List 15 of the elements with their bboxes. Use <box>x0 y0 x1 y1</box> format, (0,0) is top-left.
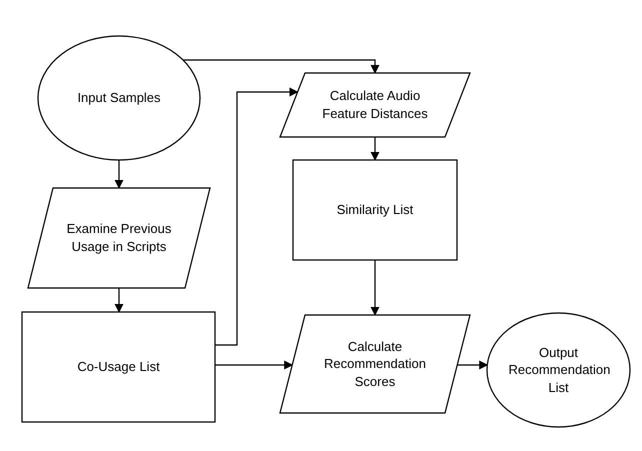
arrow <box>215 360 294 370</box>
arrow <box>114 288 124 313</box>
arrow <box>183 59 380 74</box>
arrow <box>457 360 488 370</box>
arrow <box>114 160 124 189</box>
node-label: Input Samples <box>77 89 161 107</box>
node-label: Calculate Audio Feature Distances <box>321 87 429 123</box>
node-label: Examine Previous Usage in Scripts <box>66 220 172 256</box>
arrow <box>370 137 380 161</box>
node-label: Co-Usage List <box>77 358 160 376</box>
node-label: Calculate Recommendation Scores <box>323 338 427 390</box>
arrow <box>370 260 380 316</box>
node-label: Output Recommendation List <box>508 344 608 396</box>
node-label: Similarity List <box>336 201 414 219</box>
arrow <box>215 88 298 346</box>
